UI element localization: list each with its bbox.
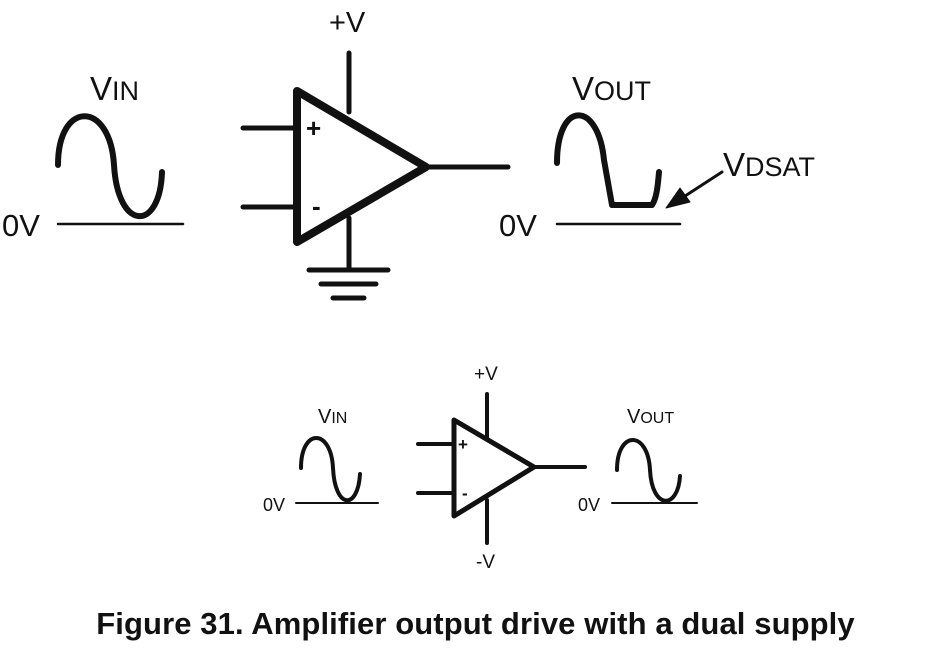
bottom-vout-label: VOUT <box>627 406 674 428</box>
top-vin-label: VIN <box>90 70 139 107</box>
bottom-opamp-triangle <box>451 417 537 519</box>
top-vin-sine-wave <box>55 113 165 220</box>
bottom-vin-label: VIN <box>318 406 347 428</box>
top-minus-sign: - <box>312 191 321 221</box>
top-vdsat-label: VDSAT <box>723 146 815 183</box>
top-vdsat-arrow-head <box>665 187 691 209</box>
bottom-minus-sign: - <box>462 484 468 503</box>
bottom-plus-sign: + <box>458 435 468 454</box>
top-vout-label: VOUT <box>572 70 651 107</box>
top-zero-right-label: 0V <box>499 208 537 243</box>
bottom-vin-sine-wave <box>299 436 362 503</box>
top-vdsat-arrow-shaft <box>680 170 724 200</box>
bottom-supply-positive-label: +V <box>474 364 498 385</box>
bottom-zero-left-label: 0V <box>263 495 285 515</box>
top-opamp-triangle <box>293 87 430 246</box>
bottom-dual-supply-circuit <box>295 392 698 545</box>
bottom-vout-sine-wave <box>615 438 682 503</box>
bottom-zero-right-label: 0V <box>578 495 600 515</box>
top-plus-sign: + <box>306 113 321 143</box>
figure-caption: Figure 31. Amplifier output drive with a… <box>96 606 855 641</box>
bottom-supply-negative-label: -V <box>476 552 495 573</box>
top-supply-positive-label: +V <box>329 7 366 39</box>
top-zero-left-label: 0V <box>2 208 40 243</box>
top-single-supply-circuit <box>55 50 724 301</box>
top-vout-clipped-wave <box>554 112 662 208</box>
